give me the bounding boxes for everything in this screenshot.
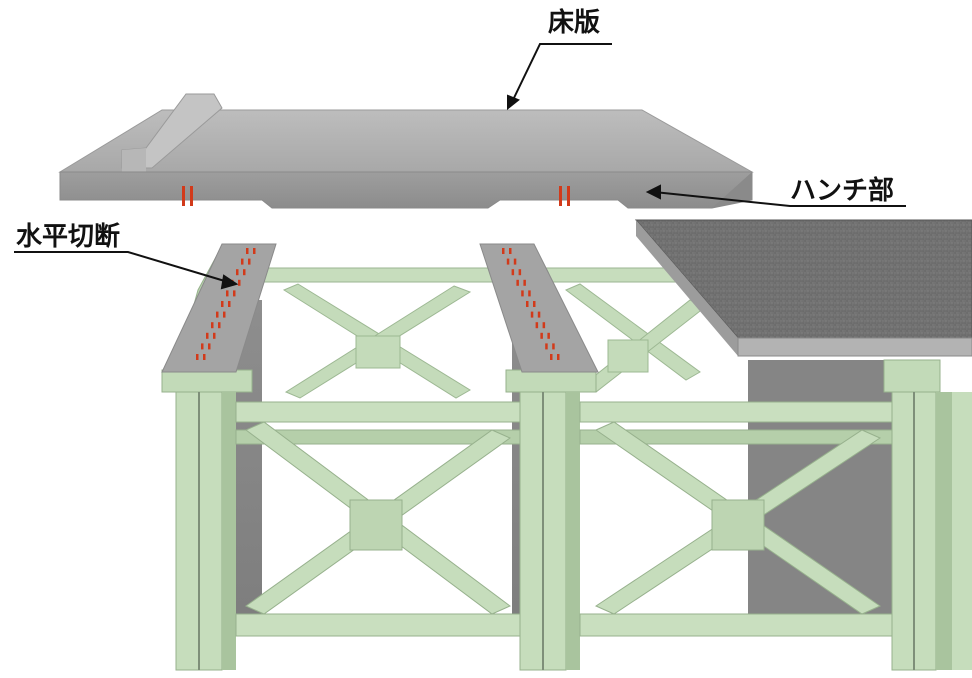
- cut-mark: [241, 258, 244, 265]
- front-struts: [235, 401, 893, 637]
- girder-right: [883, 359, 972, 671]
- cut-mark: [545, 343, 548, 350]
- haunch-callout: [653, 191, 906, 207]
- cut-mark: [243, 269, 246, 276]
- cut-mark: [516, 279, 519, 286]
- cut-mark: [213, 332, 216, 339]
- front-bracing-left: [244, 421, 512, 615]
- cut-mark: [535, 322, 539, 329]
- deck-slab-label: 床版: [548, 8, 601, 38]
- cut-mark: [523, 279, 526, 286]
- cut-mark: [246, 248, 249, 254]
- cut-mark: [533, 301, 536, 307]
- cut-mark: [201, 343, 204, 350]
- cut-mark: [547, 332, 550, 339]
- deck-slab-callout: [511, 43, 612, 103]
- cut-mark: [233, 290, 236, 297]
- cut-mark: [521, 290, 524, 297]
- horizontal-cut-callout: [14, 251, 229, 283]
- cut-mark: [211, 322, 214, 329]
- cut-mark: [550, 354, 553, 360]
- cut-mark: [530, 311, 534, 318]
- cut-mark: [511, 269, 515, 276]
- cut-mark: [528, 290, 531, 297]
- girder-middle-top-flange: [479, 243, 599, 373]
- cut-mark: [509, 248, 512, 254]
- cut-mark: [238, 279, 241, 286]
- cut-mark: [218, 322, 221, 329]
- callouts: [14, 43, 906, 290]
- deck-slab: [58, 93, 754, 209]
- cut-mark: [540, 332, 543, 339]
- new-deck-slab: [634, 219, 972, 357]
- cut-mark: [228, 301, 231, 307]
- cut-mark: [557, 354, 560, 360]
- cut-mark: [253, 248, 256, 254]
- cut-mark: [206, 332, 209, 339]
- back-bracing-left: [282, 283, 472, 399]
- cut-mark: [208, 343, 211, 350]
- cut-mark: [502, 248, 505, 254]
- cut-mark: [248, 258, 251, 265]
- cut-mark: [537, 311, 541, 318]
- cut-mark: [203, 354, 206, 360]
- cut-mark: [542, 322, 546, 329]
- cut-mark: [221, 301, 224, 307]
- cut-marks: [196, 248, 560, 360]
- cut-mark: [526, 301, 529, 307]
- horizontal-cut-label: 水平切断: [16, 222, 121, 252]
- cut-mark: [552, 343, 555, 350]
- front-bracing-right: [594, 421, 882, 615]
- haunch-label: ハンチ部: [790, 176, 895, 206]
- cut-mark: [216, 311, 219, 318]
- girder3-inner-web: [748, 360, 900, 632]
- cut-mark: [236, 269, 239, 276]
- cut-mark: [196, 354, 199, 360]
- cut-mark: [518, 269, 522, 276]
- steel-frame: [161, 243, 972, 671]
- cut-mark: [506, 258, 510, 265]
- girder-left-top-flange: [161, 243, 277, 373]
- cut-mark: [226, 290, 229, 297]
- cut-mark: [223, 311, 226, 318]
- cut-mark: [513, 258, 517, 265]
